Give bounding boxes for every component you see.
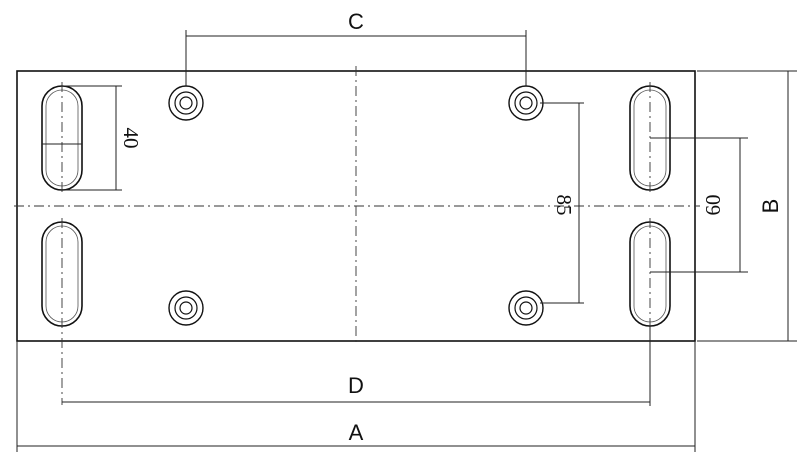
slot-top-left [41,82,83,194]
dimension-bolt-spacing-label: 85 [552,195,576,216]
dimension-slot-spacing [650,137,748,273]
dimension-d [62,326,651,406]
bolt-hole-top-right [508,85,544,121]
dimension-c [185,30,527,86]
dimension-b [697,70,797,342]
dimension-b-label: B [758,199,783,214]
slot-bottom-left [41,218,83,405]
dimension-d-label: D [348,373,364,398]
dimension-slot-spacing-label: 60 [701,195,725,216]
bolt-hole-top-left [168,85,204,121]
dimension-c-label: C [348,9,364,34]
bolt-hole-bottom-right [508,290,544,326]
dimension-slot-length-label: 40 [119,128,143,149]
dimension-bolt-spacing [540,102,584,304]
dimension-a-label: A [349,420,364,445]
dimension-slot-length [42,85,122,191]
bolt-hole-bottom-left [168,290,204,326]
dimension-a [16,341,696,452]
